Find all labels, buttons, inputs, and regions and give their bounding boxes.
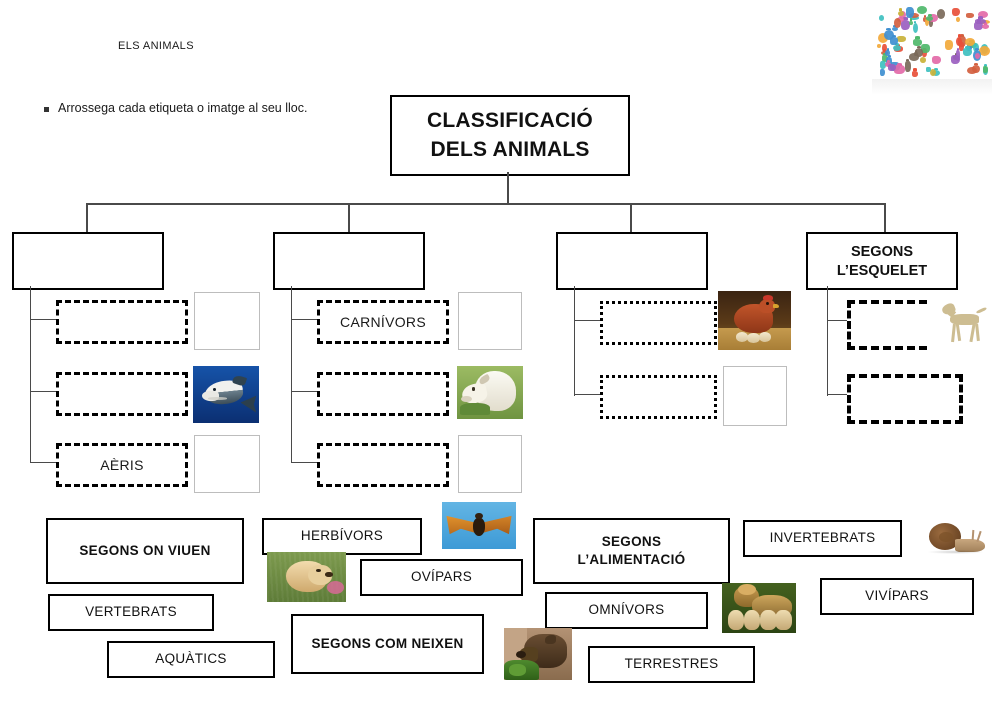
drop-slot-on-viuen-1[interactable] bbox=[56, 300, 188, 344]
animals-clipart-image bbox=[872, 5, 992, 79]
small-dog-photo[interactable] bbox=[267, 552, 346, 602]
image-drop-slot-on-viuen-1[interactable] bbox=[194, 292, 260, 350]
branch4-stub-2 bbox=[827, 394, 849, 396]
drop-slot-com-neixen-2[interactable] bbox=[600, 375, 717, 419]
bank-label-omnivors-line1: OMNÍVORS bbox=[588, 602, 665, 618]
bank-label-omnivors[interactable]: OMNÍVORS bbox=[545, 592, 708, 629]
category-box-on-viuen[interactable] bbox=[12, 232, 164, 290]
connector-trunk bbox=[507, 172, 509, 204]
connector-drop-4 bbox=[884, 203, 886, 232]
bank-label-vivipars[interactable]: VIVÍPARS bbox=[820, 578, 974, 615]
drop-slot-on-viuen-3-text: AÈRIS bbox=[100, 457, 144, 473]
bank-label-herbivors[interactable]: HERBÍVORS bbox=[262, 518, 422, 555]
branch3-stub-1 bbox=[574, 320, 603, 322]
wild-boar-photo[interactable] bbox=[504, 628, 572, 680]
bat-flying-photo[interactable] bbox=[442, 502, 516, 549]
instruction-text: Arrossega cada etiqueta o imatge al seu … bbox=[58, 101, 308, 115]
bank-label-invertebrats-line1: INVERTEBRATS bbox=[769, 530, 876, 546]
connector-drop-3 bbox=[630, 203, 632, 232]
connector-horizontal-bar bbox=[86, 203, 886, 205]
drop-slot-alimentacio-2[interactable] bbox=[317, 372, 449, 416]
bank-label-segons-on-viuen-line1: SEGONS ON VIUEN bbox=[79, 542, 211, 558]
bullet-square-icon bbox=[44, 107, 49, 112]
snail-photo[interactable] bbox=[917, 512, 991, 562]
branch3-spine bbox=[574, 286, 576, 396]
branch2-spine bbox=[291, 286, 293, 463]
drop-slot-com-neixen-1[interactable] bbox=[600, 301, 717, 345]
bank-label-segons-alimentacio-line2: L’ALIMENTACIÓ bbox=[577, 552, 686, 567]
drop-slot-on-viuen-3[interactable]: AÈRIS bbox=[56, 443, 188, 487]
bank-label-terrestres[interactable]: TERRESTRES bbox=[588, 646, 755, 683]
drop-slot-esquelet-2[interactable] bbox=[847, 374, 963, 424]
bank-label-ovipars-line1: OVÍPARS bbox=[410, 569, 473, 585]
connector-drop-2 bbox=[348, 203, 350, 232]
instruction-row: Arrossega cada etiqueta o imatge al seu … bbox=[44, 101, 307, 115]
image-drop-slot-alimentacio-3[interactable] bbox=[458, 435, 522, 493]
bank-label-segons-com-neixen[interactable]: SEGONS COM NEIXEN bbox=[291, 614, 484, 674]
connector-drop-1 bbox=[86, 203, 88, 232]
animal-skeleton-photo[interactable] bbox=[930, 296, 996, 352]
branch2-stub-2 bbox=[291, 391, 320, 393]
main-title-box: CLASSIFICACIÓ DELS ANIMALS bbox=[390, 95, 630, 176]
drop-slot-on-viuen-2[interactable] bbox=[56, 372, 188, 416]
drop-slot-alimentacio-3[interactable] bbox=[317, 443, 449, 487]
branch1-stub-3 bbox=[30, 462, 59, 464]
bank-label-segons-on-viuen[interactable]: SEGONS ON VIUEN bbox=[46, 518, 244, 584]
bank-label-aquatics[interactable]: AQUÀTICS bbox=[107, 641, 275, 678]
branch2-stub-1 bbox=[291, 319, 320, 321]
clipart-reflection bbox=[872, 79, 992, 95]
bank-label-aquatics-line1: AQUÀTICS bbox=[155, 651, 227, 667]
bank-label-vivipars-line1: VIVÍPARS bbox=[865, 588, 929, 604]
lioness-with-cubs-photo[interactable] bbox=[722, 583, 796, 633]
branch3-stub-2 bbox=[574, 394, 603, 396]
hen-on-eggs-photo[interactable] bbox=[718, 291, 791, 350]
bank-label-terrestres-line1: TERRESTRES bbox=[624, 656, 719, 672]
image-drop-slot-on-viuen-3[interactable] bbox=[194, 435, 260, 493]
branch1-stub-1 bbox=[30, 319, 59, 321]
image-drop-slot-com-neixen-2[interactable] bbox=[723, 366, 787, 426]
category-box-4-line2: L’ESQUELET bbox=[836, 262, 928, 279]
branch2-stub-3 bbox=[291, 462, 320, 464]
bank-label-vertebrats[interactable]: VERTEBRATS bbox=[48, 594, 214, 631]
bank-label-vertebrats-line1: VERTEBRATS bbox=[85, 604, 177, 620]
branch1-spine bbox=[30, 286, 32, 463]
bank-label-herbivors-line1: HERBÍVORS bbox=[300, 528, 384, 544]
bank-label-segons-com-neixen-line1: SEGONS COM NEIXEN bbox=[311, 635, 464, 651]
goat-photo[interactable] bbox=[457, 366, 523, 419]
shark-photo[interactable] bbox=[193, 366, 259, 423]
branch4-stub-1 bbox=[827, 320, 849, 322]
bank-label-ovipars[interactable]: OVÍPARS bbox=[360, 559, 523, 596]
drop-slot-alimentacio-1-text: CARNÍVORS bbox=[340, 314, 426, 330]
main-title-line2: DELS ANIMALS bbox=[430, 138, 590, 161]
branch1-stub-2 bbox=[30, 391, 59, 393]
category-box-esquelet[interactable]: SEGONS L’ESQUELET bbox=[806, 232, 958, 290]
main-title-line1: CLASSIFICACIÓ bbox=[427, 109, 593, 132]
drop-slot-alimentacio-1[interactable]: CARNÍVORS bbox=[317, 300, 449, 344]
branch4-spine bbox=[827, 286, 829, 396]
bank-label-invertebrats[interactable]: INVERTEBRATS bbox=[743, 520, 902, 557]
bank-label-segons-alimentacio[interactable]: SEGONS L’ALIMENTACIÓ bbox=[533, 518, 730, 584]
category-box-com-neixen[interactable] bbox=[556, 232, 708, 290]
bank-label-segons-alimentacio-line1: SEGONS bbox=[601, 533, 662, 549]
document-title: ELS ANIMALS bbox=[118, 40, 194, 52]
image-drop-slot-alimentacio-1[interactable] bbox=[458, 292, 522, 350]
category-box-4-line1: SEGONS bbox=[850, 243, 914, 260]
category-box-alimentacio[interactable] bbox=[273, 232, 425, 290]
